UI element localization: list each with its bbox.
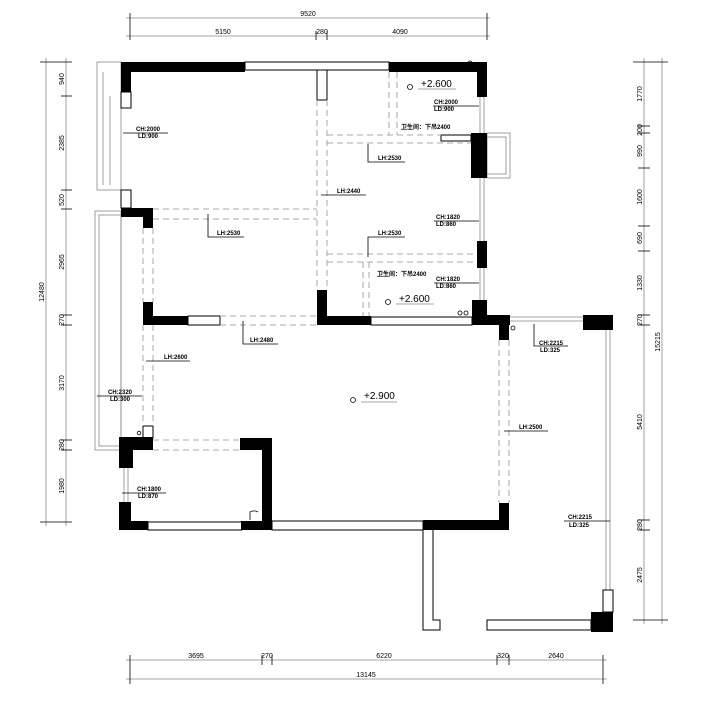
dim-right-6: 1330 — [637, 275, 644, 291]
window-ch-label: CH:2000 — [434, 100, 459, 106]
dim-bottom-1: 3695 — [188, 653, 204, 660]
window-ld-label: LD:325 — [569, 523, 590, 529]
level-text: +2.600 — [399, 294, 430, 305]
dim-bottom-5: 2640 — [548, 653, 564, 660]
dim-right-3: 990 — [637, 145, 644, 157]
pipe-icon — [136, 430, 142, 436]
beam-height-label: LH:2530 — [378, 156, 402, 162]
dim-right-5: 690 — [637, 232, 644, 244]
dim-left-5: 270 — [59, 314, 66, 326]
dim-bottom-3: 6220 — [376, 653, 392, 660]
annotations: 卫生间：下吊2400 卫生间：下吊2400 CH:2000 LD:900 CH:… — [97, 100, 610, 529]
window-ld-label: LD:300 — [110, 397, 131, 403]
dim-bottom-2: 270 — [261, 653, 273, 660]
window-ch-label: CH:1800 — [137, 487, 162, 493]
window-ld-label: LD:325 — [540, 348, 561, 354]
bath-ceiling-note-2: 卫生间：下吊2400 — [377, 270, 427, 278]
top-dimensions: 9520 5150 280 4090 — [126, 11, 490, 40]
dim-left-3: 520 — [59, 194, 66, 206]
bath-ceiling-note-1: 卫生间：下吊2400 — [401, 123, 451, 131]
level-marker-upper-bath-2: +2.600 — [385, 294, 434, 305]
dim-right-7: 270 — [637, 314, 644, 326]
fixtures — [136, 60, 516, 436]
beam-lines — [142, 72, 510, 503]
dim-right-10: 2475 — [637, 567, 644, 583]
dim-left-total: 12480 — [39, 282, 46, 302]
pipe-icon — [467, 60, 473, 66]
level-text: +2.600 — [421, 79, 452, 90]
right-dimensions: 1770 200 990 1600 690 1330 270 5410 280 … — [633, 58, 668, 624]
beam-height-label: LH:2480 — [250, 338, 274, 344]
beam-height-label: LH:2500 — [519, 425, 543, 431]
beam-height-label: LH:2600 — [164, 355, 188, 361]
dim-right-2: 200 — [637, 124, 644, 136]
level-text: +2.900 — [364, 391, 395, 402]
bottom-dimensions: 3695 270 6220 320 2640 13145 — [126, 653, 607, 684]
dim-left-7: 280 — [59, 439, 66, 451]
beam-height-label: LH:2440 — [337, 189, 361, 195]
dim-top-3: 4090 — [392, 29, 408, 36]
window-ch-label: CH:2320 — [108, 390, 133, 396]
pipe-icon — [467, 65, 473, 71]
window-ch-label: CH:2000 — [136, 127, 161, 133]
window-ch-label: CH:2215 — [568, 515, 593, 521]
level-marker-living: +2.900 — [350, 391, 397, 403]
window-ld-label: LD:860 — [436, 284, 457, 290]
dim-right-total: 15215 — [655, 332, 662, 352]
dim-left-2: 2385 — [59, 135, 66, 151]
dim-right-8: 5410 — [637, 414, 644, 430]
pipe-icon — [463, 310, 469, 316]
left-dimensions: 940 2385 520 2965 270 3170 280 1980 1248… — [39, 58, 72, 526]
window-ch-label: CH:1820 — [436, 215, 461, 221]
window-ld-label: LD:860 — [436, 222, 457, 228]
dim-top-total: 9520 — [300, 11, 316, 18]
window-ch-label: CH:2215 — [539, 341, 564, 347]
beam-height-label: LH:2530 — [378, 231, 402, 237]
dim-bottom-4: 320 — [497, 653, 509, 660]
dim-top-1: 5150 — [215, 29, 231, 36]
beam-height-label: LH:2530 — [217, 231, 241, 237]
walls — [119, 62, 613, 632]
dim-right-4: 1600 — [637, 189, 644, 205]
level-marker-upper-bath-1: +2.600 — [407, 79, 456, 90]
dim-right-9: 280 — [637, 519, 644, 531]
level-icon — [385, 299, 391, 305]
level-icon — [350, 397, 356, 403]
dim-left-6: 3170 — [59, 375, 66, 391]
dim-right-1: 1770 — [637, 86, 644, 102]
window-ld-label: LD:870 — [138, 494, 159, 500]
window-ld-label: LD:900 — [138, 134, 159, 140]
window-ld-label: LD:900 — [434, 107, 455, 113]
window-ch-label: CH:1820 — [436, 277, 461, 283]
dim-top-2: 280 — [316, 29, 328, 36]
level-icon — [407, 84, 413, 90]
pipe-icon — [510, 325, 516, 331]
dim-bottom-total: 13145 — [356, 672, 376, 679]
dim-left-4: 2965 — [59, 254, 66, 270]
pipe-icon — [457, 310, 463, 316]
dim-left-8: 1980 — [59, 478, 66, 494]
dim-left-1: 940 — [59, 73, 66, 85]
